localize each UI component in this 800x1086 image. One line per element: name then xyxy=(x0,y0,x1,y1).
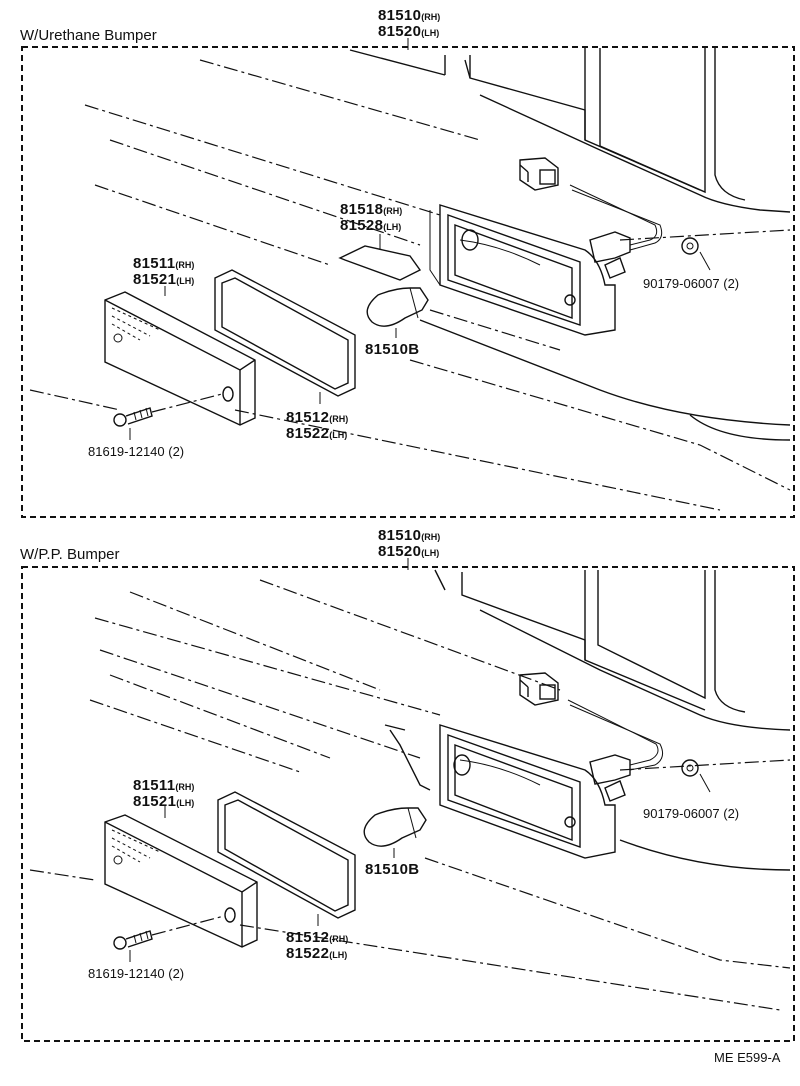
lens-part-number-lh: 81521(LH) xyxy=(133,793,194,810)
bulb xyxy=(363,807,427,847)
bulb-part-number: 81510B xyxy=(365,341,419,358)
vehicle-body-outline xyxy=(29,48,791,511)
assembly-part-number-lh: 81520(LH) xyxy=(378,543,439,560)
lens-part-number: 81511(RH) xyxy=(133,777,194,794)
lens xyxy=(104,814,258,948)
lamp-housing-assembly xyxy=(439,699,664,859)
screw xyxy=(113,915,225,950)
lamp-housing-assembly xyxy=(429,184,663,336)
lens xyxy=(104,291,256,426)
gasket-part-number-lh: 81522(LH) xyxy=(286,425,347,442)
reflector-part-number: 81518(RH) xyxy=(340,201,402,218)
reflector-plate xyxy=(338,245,422,281)
nut-part-number: 90179-06007 (2) xyxy=(643,806,739,821)
bulb xyxy=(366,287,429,327)
section-title: W/Urethane Bumper xyxy=(20,27,157,44)
assembly-part-number-lh: 81520(LH) xyxy=(378,23,439,40)
gasket xyxy=(217,791,356,919)
gasket-part-number-lh: 81522(LH) xyxy=(286,945,347,962)
diagram-code: ME E599-A xyxy=(714,1050,781,1065)
gasket-part-number: 81512(RH) xyxy=(286,929,348,946)
section-pp-bumper: W/P.P. Bumper 81510(RH) 81520(LH) xyxy=(20,527,795,1042)
connector-plug xyxy=(519,157,559,191)
section-urethane-bumper: W/Urethane Bumper 81510(RH) 81520(LH) xyxy=(20,7,795,518)
connector-plug xyxy=(519,672,559,706)
lens-part-number-lh: 81521(LH) xyxy=(133,271,194,288)
gasket xyxy=(214,269,356,397)
lens-part-number: 81511(RH) xyxy=(133,255,194,272)
section-title: W/P.P. Bumper xyxy=(20,546,120,563)
vehicle-body-outline xyxy=(29,569,791,1011)
nut-part xyxy=(681,759,711,793)
screw-part-number: 81619-12140 (2) xyxy=(88,444,184,459)
nut-part xyxy=(681,237,711,271)
nut-part-number: 90179-06007 (2) xyxy=(643,276,739,291)
gasket-part-number: 81512(RH) xyxy=(286,409,348,426)
assembly-part-number: 81510(RH) xyxy=(378,7,440,24)
screw-part-number: 81619-12140 (2) xyxy=(88,966,184,981)
reflector-part-number-lh: 81528(LH) xyxy=(340,217,401,234)
screw xyxy=(113,393,223,427)
bulb-part-number: 81510B xyxy=(365,861,419,878)
assembly-part-number: 81510(RH) xyxy=(378,527,440,544)
